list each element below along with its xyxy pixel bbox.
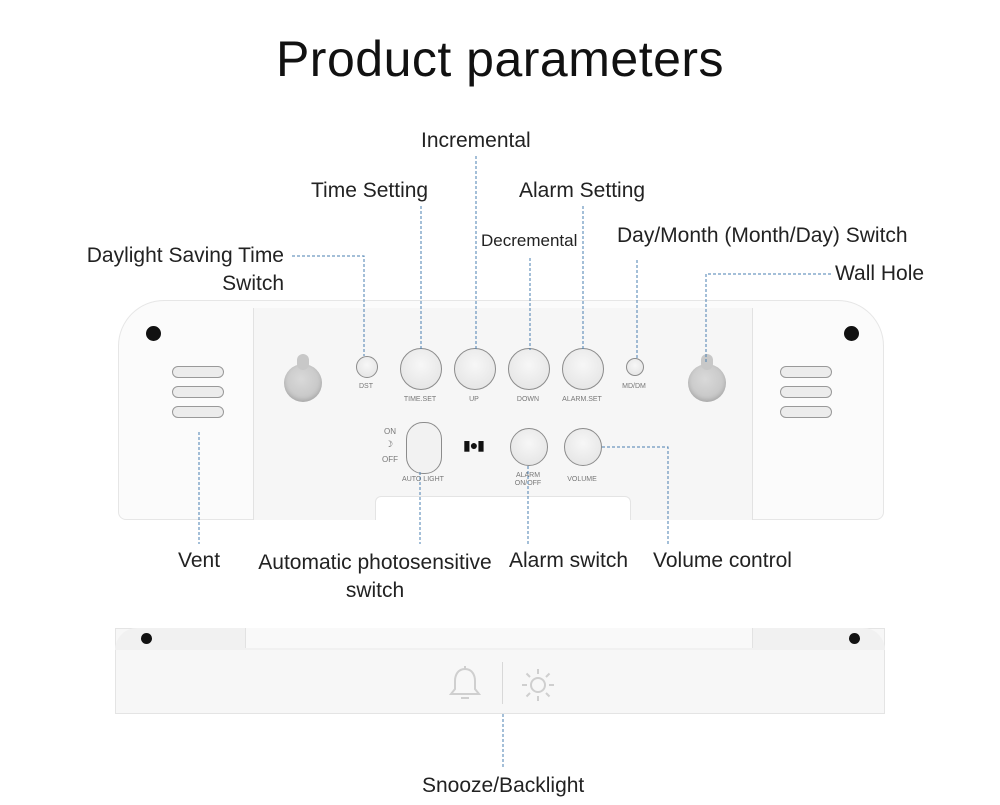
alarm-label-line1: ALARM [515,472,541,479]
md-dm-button[interactable] [626,358,644,376]
control-panel [253,308,753,520]
leader-dst [292,255,365,356]
volume-label: VOLUME [567,476,597,483]
down-label: DOWN [516,396,540,403]
label-vent: Vent [178,549,221,572]
page-title: Product parameters [275,31,725,87]
dst-label: DST [359,383,373,390]
down-button[interactable] [508,348,550,390]
vent-slot [172,406,224,418]
off-label: OFF [382,455,398,464]
dst-button[interactable] [356,356,378,378]
on-label: ON [384,427,396,436]
snooze-divider [502,662,503,704]
label-dst: Daylight Saving Time Switch [60,242,284,298]
vent-slot [780,366,832,378]
label-auto-light-line1: Automatic photosensitive [258,551,492,574]
screw-top-left [141,633,152,644]
label-day-month-switch: Day/Month (Month/Day) Switch [617,224,908,247]
screw-right [844,326,859,341]
auto-light-label: AUTO LIGHT [402,476,444,483]
time-set-button[interactable] [400,348,442,390]
alarm-set-label: ALARM.SET [562,396,602,403]
leader-volume [602,446,669,544]
clock-back-view: DST TIME.SET UP DOWN ALARM.SET MD/DM ON … [118,300,884,520]
vent-slot [780,406,832,418]
up-label: UP [469,396,479,403]
label-wall-hole: Wall Hole [835,262,925,285]
md-dm-label: MD/DM [622,383,646,390]
label-incremental: Incremental [421,129,531,152]
screw-top-right [849,633,860,644]
screw-left [146,326,161,341]
up-button[interactable] [454,348,496,390]
label-snooze-backlight: Snooze/Backlight [422,774,585,797]
alarm-set-button[interactable] [562,348,604,390]
clock-top-view [115,628,885,714]
vent-slot [172,386,224,398]
label-dst-line2: Switch [222,272,284,295]
speaker-dots-icon: ▮●▮ [463,437,485,453]
volume-button[interactable] [564,428,602,466]
display-window [375,496,631,520]
label-alarm-switch: Alarm switch [509,549,629,572]
label-time-setting: Time Setting [311,179,429,202]
sun-icon[interactable] [518,665,558,705]
vent-slot [780,386,832,398]
auto-light-switch[interactable] [406,422,442,474]
bell-icon[interactable] [445,664,485,704]
label-auto-light: Automatic photosensitive switch [250,549,500,605]
vent-slot [172,366,224,378]
top-inner-panel [245,628,753,648]
time-set-label: TIME.SET [403,396,437,403]
label-dst-line1: Daylight Saving Time [86,244,284,267]
label-auto-light-line2: switch [345,579,405,602]
label-alarm-setting: Alarm Setting [519,179,646,202]
moon-icon: ☽ [385,439,394,449]
wall-hole-right[interactable] [688,354,726,402]
label-volume-control: Volume control [653,549,792,572]
wall-hole-left [284,354,322,402]
leader-wall-hole [705,273,831,362]
alarm-on-off-button[interactable] [510,428,548,466]
label-decremental: Decremental [481,231,578,250]
